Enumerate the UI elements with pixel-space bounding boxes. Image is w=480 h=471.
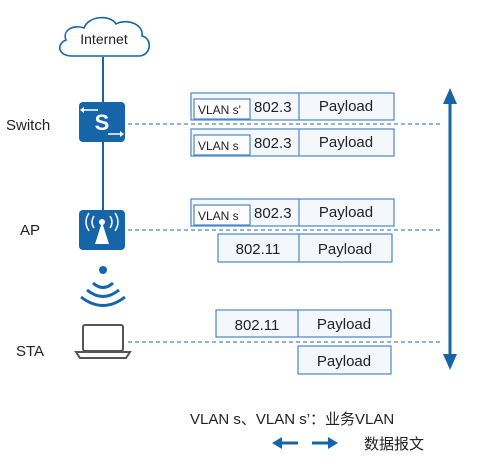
laptop-icon bbox=[74, 324, 132, 359]
legend-vlan-text: VLAN s、VLAN s’：业务VLAN bbox=[190, 411, 394, 428]
payload-label: Payload bbox=[317, 316, 371, 333]
vlan-label: VLAN s' bbox=[198, 103, 241, 117]
legend: VLAN s、VLAN s’：业务VLAN 数据报文 bbox=[190, 411, 424, 453]
sta-node: STA bbox=[16, 324, 132, 360]
header-label: 802.3 bbox=[254, 205, 292, 222]
payload-label: Payload bbox=[318, 241, 372, 258]
vlan-tag bbox=[193, 204, 251, 226]
payload-label: Payload bbox=[319, 204, 373, 221]
header-label: 802.3 bbox=[254, 135, 292, 152]
sta-label: STA bbox=[16, 343, 44, 360]
access-point-icon bbox=[79, 210, 125, 250]
payload-label: Payload bbox=[319, 98, 373, 115]
vlan-label: VLAN s bbox=[198, 139, 239, 153]
double-arrow-icon bbox=[272, 437, 338, 449]
header-label: 802.3 bbox=[254, 99, 292, 116]
frame-ap-row2: 802.11 Payload bbox=[217, 233, 393, 263]
svg-text:S: S bbox=[95, 110, 110, 135]
vlan-tag bbox=[193, 98, 251, 120]
frame-sta-row1: 802.11 Payload bbox=[215, 309, 392, 338]
wifi-signal-icon bbox=[80, 266, 126, 307]
ap-node: AP bbox=[20, 210, 125, 250]
cloud-icon bbox=[59, 16, 151, 57]
data-flow-vertical-arrow bbox=[443, 88, 457, 370]
internet-cloud: Internet bbox=[59, 16, 151, 57]
vlan-tag bbox=[193, 134, 251, 156]
legend-arrow-text: 数据报文 bbox=[364, 436, 424, 453]
payload-label: Payload bbox=[319, 134, 373, 151]
ap-label: AP bbox=[20, 222, 40, 239]
frame-switch-row1: VLAN s' 802.3 Payload bbox=[190, 92, 395, 121]
switch-icon: S bbox=[79, 102, 125, 142]
frame-sta-row2: Payload bbox=[297, 345, 392, 375]
switch-label: Switch bbox=[6, 117, 50, 134]
frame-switch-row2: VLAN s 802.3 Payload bbox=[190, 128, 395, 157]
payload-label: Payload bbox=[317, 353, 371, 370]
cloud-label: Internet bbox=[80, 31, 128, 47]
switch-node: S Switch bbox=[6, 102, 125, 142]
header-label: 802.11 bbox=[235, 317, 280, 334]
vlan-label: VLAN s bbox=[198, 209, 239, 223]
header-label: 802.11 bbox=[236, 241, 281, 258]
frame-ap-row1: VLAN s 802.3 Payload bbox=[190, 198, 395, 227]
